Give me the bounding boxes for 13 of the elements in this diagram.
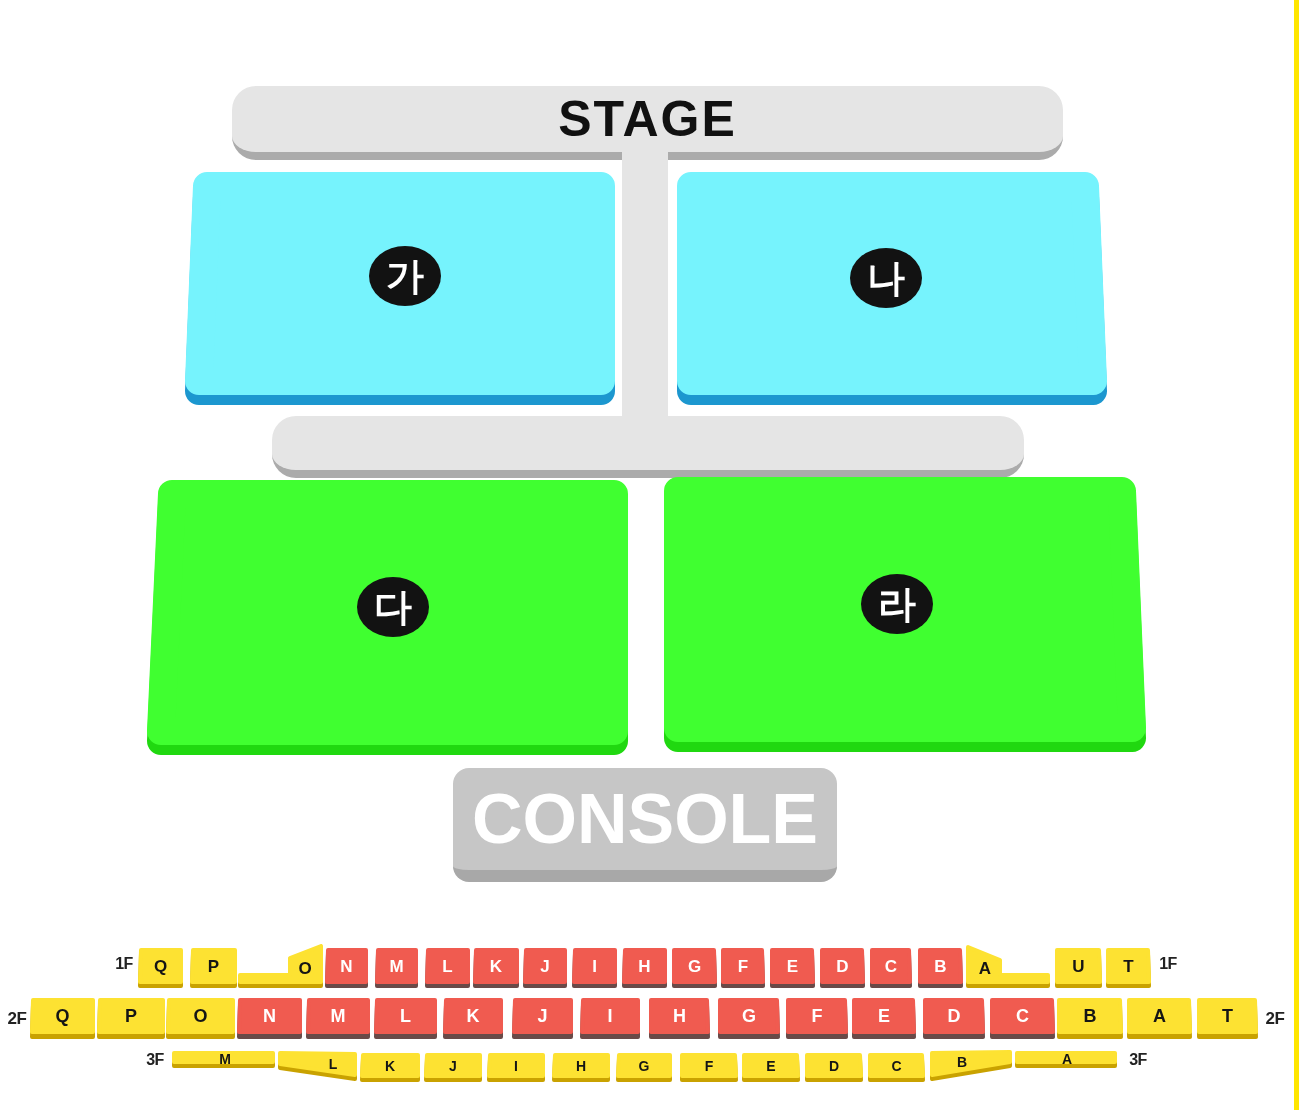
floor-label: 3F (1129, 1051, 1147, 1069)
floor-label: 2F (7, 1008, 27, 1028)
floor-label: 2F (1265, 1008, 1285, 1028)
seating-area (664, 477, 1146, 752)
floor-label: 1F (115, 955, 133, 973)
walkway (272, 416, 1024, 478)
stage: STAGE (232, 86, 1063, 160)
console-box: CONSOLE (453, 768, 837, 882)
floor-label: 1F (1159, 955, 1177, 973)
seating-area (147, 480, 628, 755)
seating-area (185, 172, 615, 405)
floor-label: 3F (146, 1051, 164, 1069)
seating-area (677, 172, 1107, 405)
